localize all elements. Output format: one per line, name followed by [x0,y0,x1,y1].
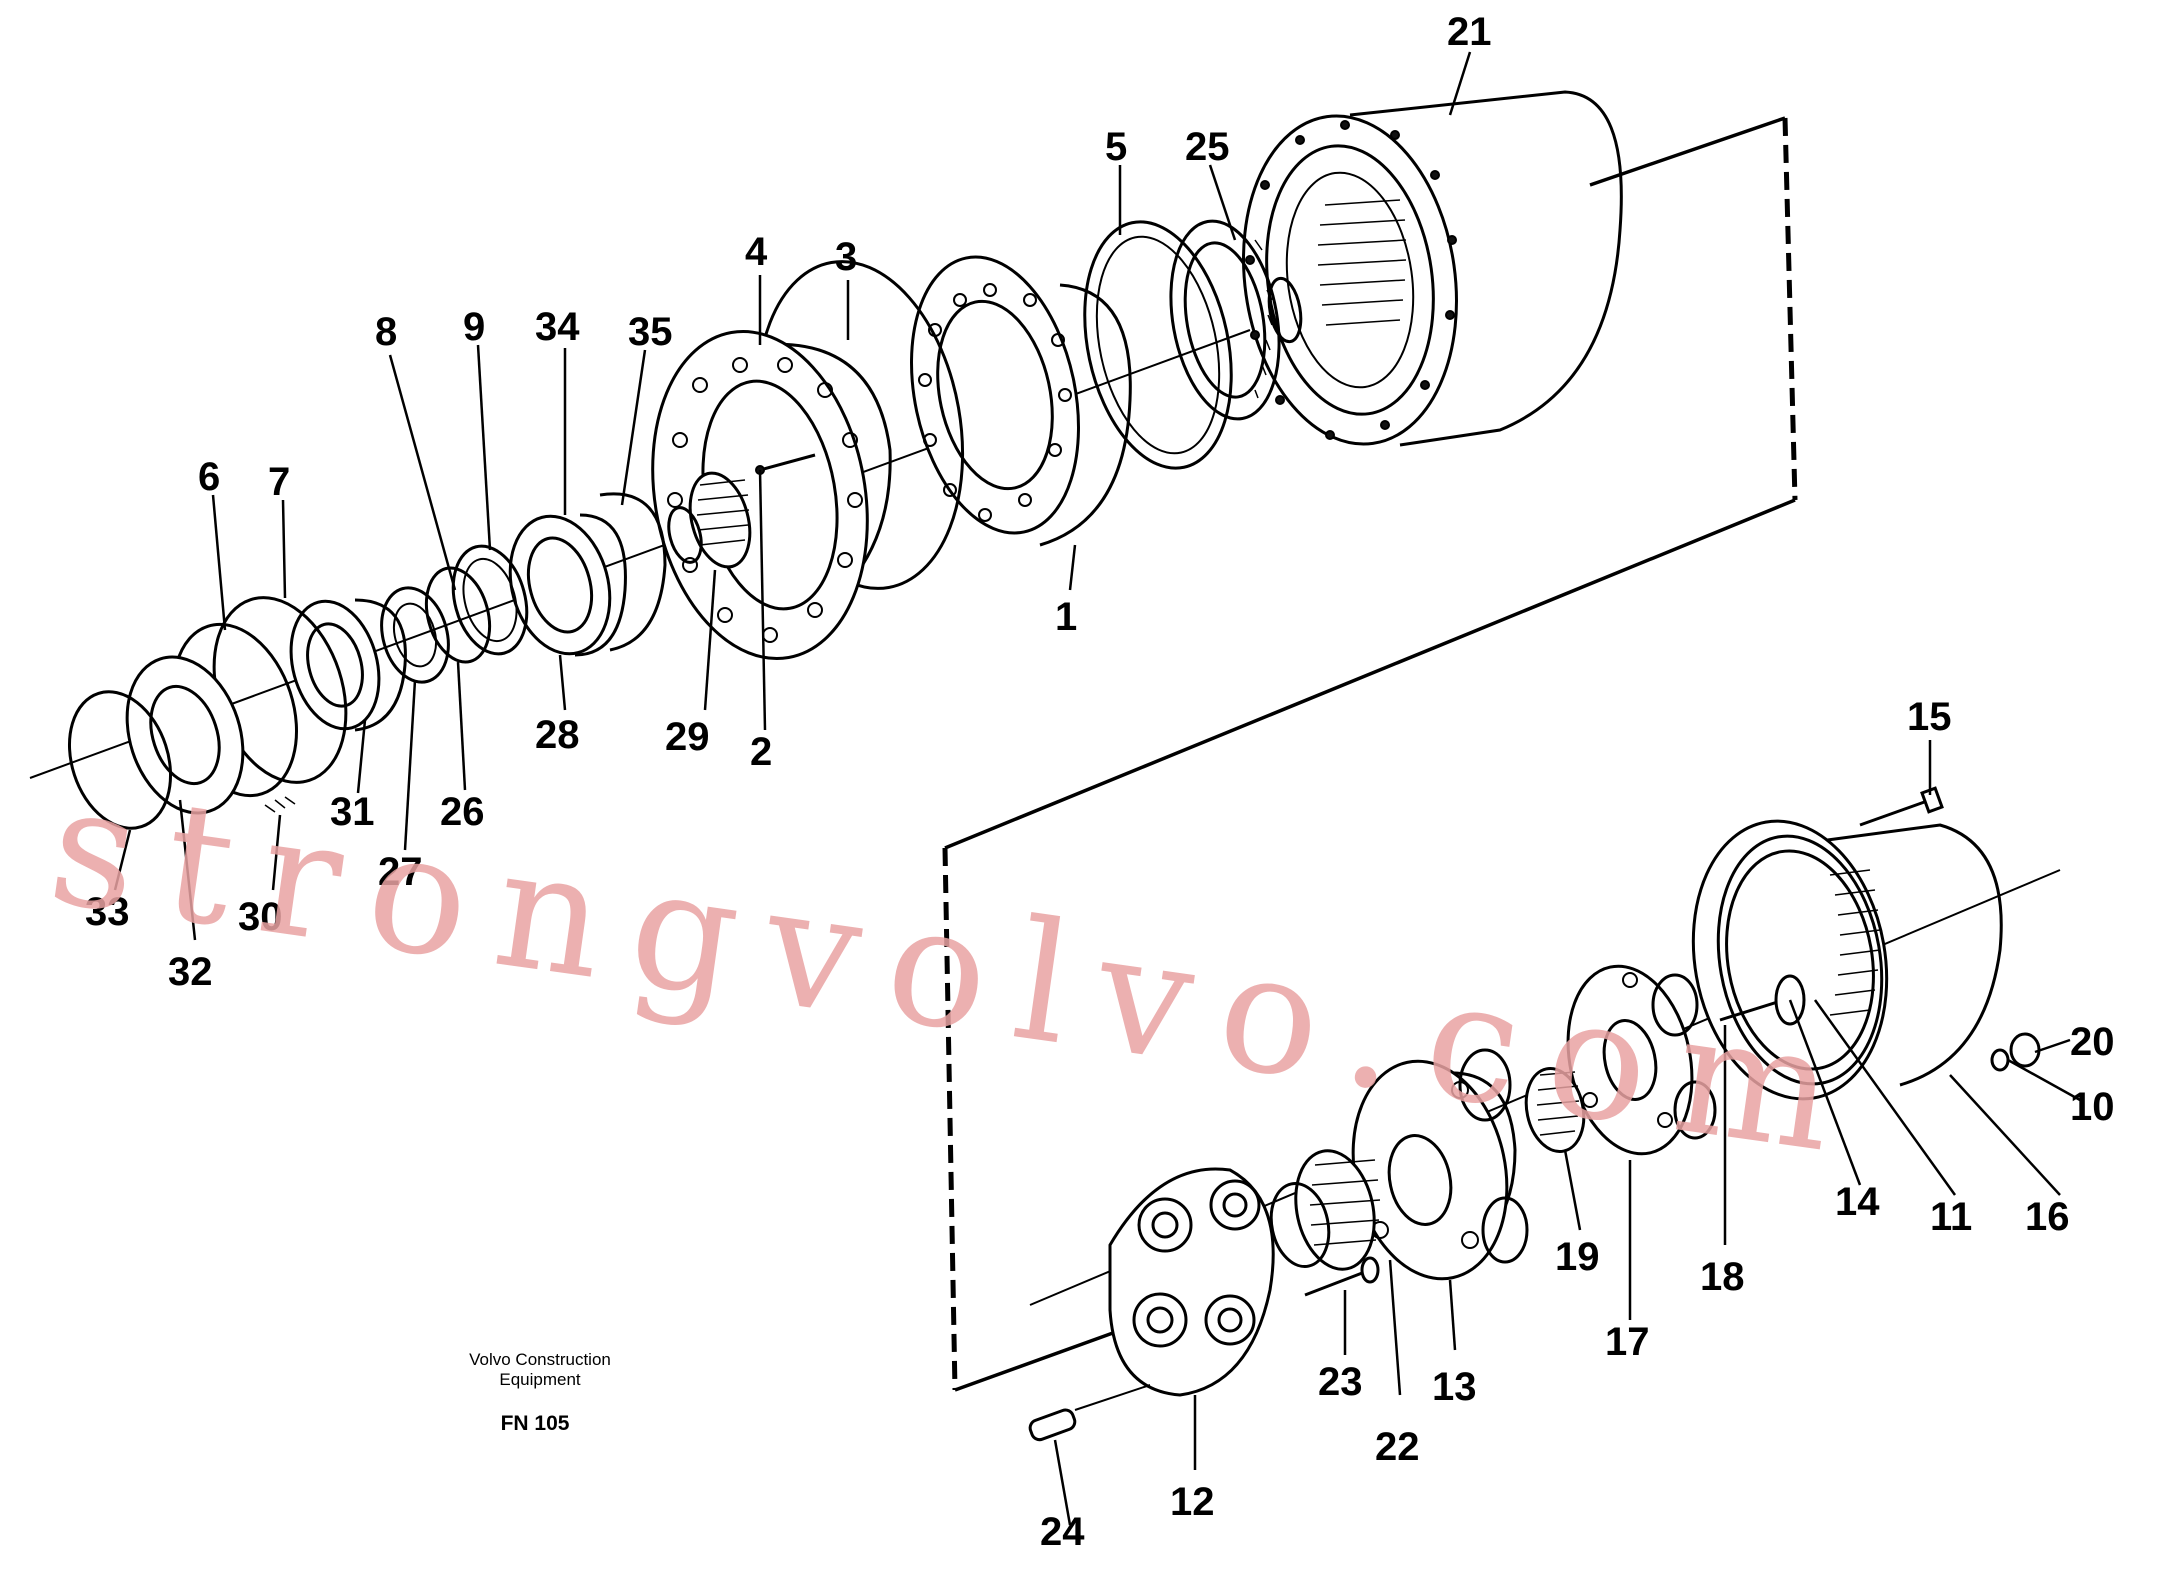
part-17-carrier [1566,964,1717,1156]
part-20-plug [1990,1032,2041,1072]
part-9-shim [451,544,529,656]
part-33-snap-ring [67,690,173,830]
callout-10: 10 [2070,1085,2115,1129]
callout-15: 15 [1907,695,1952,739]
callout-6: 6 [198,455,220,499]
callout-24: 24 [1040,1510,1085,1554]
caption-code: FN 105 [501,1412,570,1435]
callout-labels: 21 5 25 4 3 1 2 29 8 9 34 35 28 6 7 26 3… [85,10,2115,1554]
callout-7: 7 [268,460,290,504]
part-29-sun-gear [667,471,752,569]
part-1-ring-gear [910,255,1132,547]
part-34-bearing [508,513,627,657]
part-24-pin [1028,1384,1151,1442]
part-22-gear [1269,1149,1381,1271]
part-12-carrier [1108,1167,1275,1397]
part-8-shim [424,566,492,664]
callout-17: 17 [1605,1320,1650,1364]
part-35-snap-ring [599,492,667,652]
caption-maker-line2: Equipment [499,1370,581,1389]
watermark: strongvolvo.com [40,748,1876,1192]
callout-5: 5 [1105,125,1127,169]
part-30-spring [264,796,296,813]
callout-21: 21 [1447,10,1492,54]
part-32-seal [125,655,245,815]
callout-9: 9 [463,305,485,349]
leader-lines [113,51,2081,1526]
part-5-seal-ring [1083,220,1233,470]
callout-13: 13 [1432,1365,1477,1409]
callout-27: 27 [378,850,423,894]
callout-33: 33 [85,890,130,934]
callout-12: 12 [1170,1480,1215,1524]
callout-11: 11 [1930,1195,1972,1239]
callout-35: 35 [628,310,673,354]
callout-34: 34 [535,305,580,349]
caption-maker-line1: Volvo Construction [469,1350,611,1369]
part-27-gear-ring [380,586,450,684]
callout-2: 2 [750,730,772,774]
assembly-frame [942,116,1798,1392]
callout-32: 32 [168,950,213,994]
callout-22: 22 [1375,1425,1420,1469]
part-21-housing [1242,90,1623,447]
part-25-bearing [1169,219,1303,421]
callout-4: 4 [745,230,768,274]
watermark-text: strongvolvo.com [40,748,1876,1192]
callout-19: 19 [1555,1235,1600,1279]
callout-30: 30 [238,895,283,939]
callout-1: 1 [1055,595,1077,639]
callout-26: 26 [440,790,485,834]
callout-18: 18 [1700,1255,1745,1299]
callout-28: 28 [535,713,580,757]
callout-8: 8 [375,310,397,354]
diagram-caption: Volvo Construction Equipment FN 105 [469,1350,611,1435]
part-15-bolt [1859,786,1944,827]
part-19-gear [1524,1067,1586,1153]
callout-29: 29 [665,715,710,759]
callout-14: 14 [1835,1180,1880,1224]
callout-25: 25 [1185,125,1230,169]
callout-16: 16 [2025,1195,2070,1239]
part-16-housing [1691,819,2003,1101]
callout-31: 31 [330,790,375,834]
part-31-coupling [289,598,407,732]
part-23-bolt [1304,1256,1380,1297]
callout-20: 20 [2070,1020,2115,1064]
callout-3: 3 [835,235,857,279]
callout-23: 23 [1318,1360,1363,1404]
